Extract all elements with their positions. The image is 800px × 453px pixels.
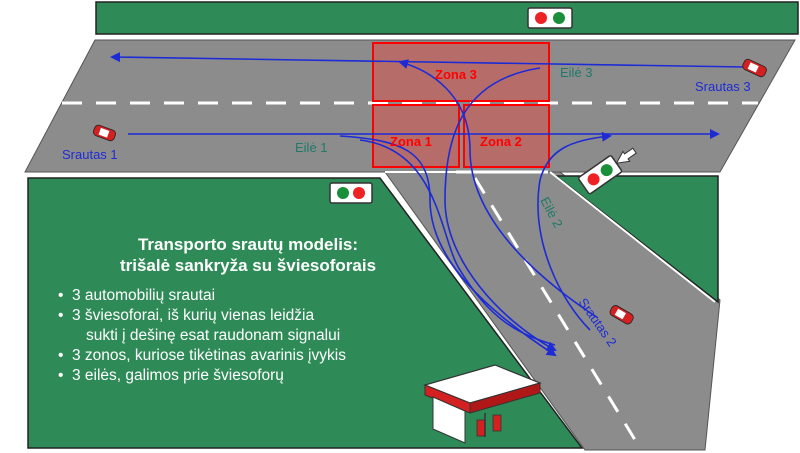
zone-1-label: Zona 1 — [390, 134, 432, 149]
features-list: 3 automobilių srautai 3 šviesoforai, iš … — [40, 286, 440, 386]
flow-lines — [110, 52, 746, 357]
queue-1-label: Eilė 1 — [295, 140, 328, 155]
traffic-light-icon — [578, 147, 637, 195]
flow2-left — [398, 59, 599, 319]
list-item: 3 zonos, kuriose tikėtinas avarinis įvyk… — [58, 346, 440, 366]
traffic-light-icon — [527, 7, 573, 29]
top-grass — [95, 1, 799, 35]
road-edge-right — [549, 171, 716, 303]
car-icon — [609, 305, 634, 325]
model-title-line2: trišalė sankryža su šviesoforais — [119, 256, 377, 275]
list-item: 3 eilės, galimos prie šviesoforų — [58, 366, 440, 386]
traffic-light-icon — [329, 182, 373, 204]
diagonal-dash — [473, 177, 642, 449]
gas-station-icon — [423, 364, 542, 444]
list-item: sukti į dešinę esat raudonam signalui — [86, 327, 341, 344]
queue-3-label: Eilė 3 — [560, 65, 593, 80]
list-item: 3 šviesoforai, iš kurių vienas leidžia — [58, 306, 440, 326]
car-icon — [92, 124, 116, 142]
zone-2 — [463, 104, 550, 168]
flow3-straight — [110, 52, 746, 68]
zone-3-label: Zona 3 — [435, 67, 477, 82]
list-item: 3 automobilių srautai — [58, 286, 440, 306]
arrow-icon — [615, 147, 637, 164]
flow-3-label: Srautas 3 — [695, 79, 751, 94]
flow2-right — [537, 131, 612, 331]
model-title: Transporto srautų modelis: trišalė sankr… — [98, 234, 398, 276]
car-icon — [742, 58, 767, 78]
flow-1-label: Srautas 1 — [62, 147, 118, 162]
flow-main-curve — [359, 139, 556, 346]
zone-2-label: Zona 2 — [480, 134, 522, 149]
model-title-line1: Transporto srautų modelis: — [137, 235, 359, 254]
info-panel: Transporto srautų modelis: trišalė sankr… — [40, 234, 440, 386]
flow1-turn — [339, 135, 557, 357]
flow3-turn — [444, 67, 557, 351]
